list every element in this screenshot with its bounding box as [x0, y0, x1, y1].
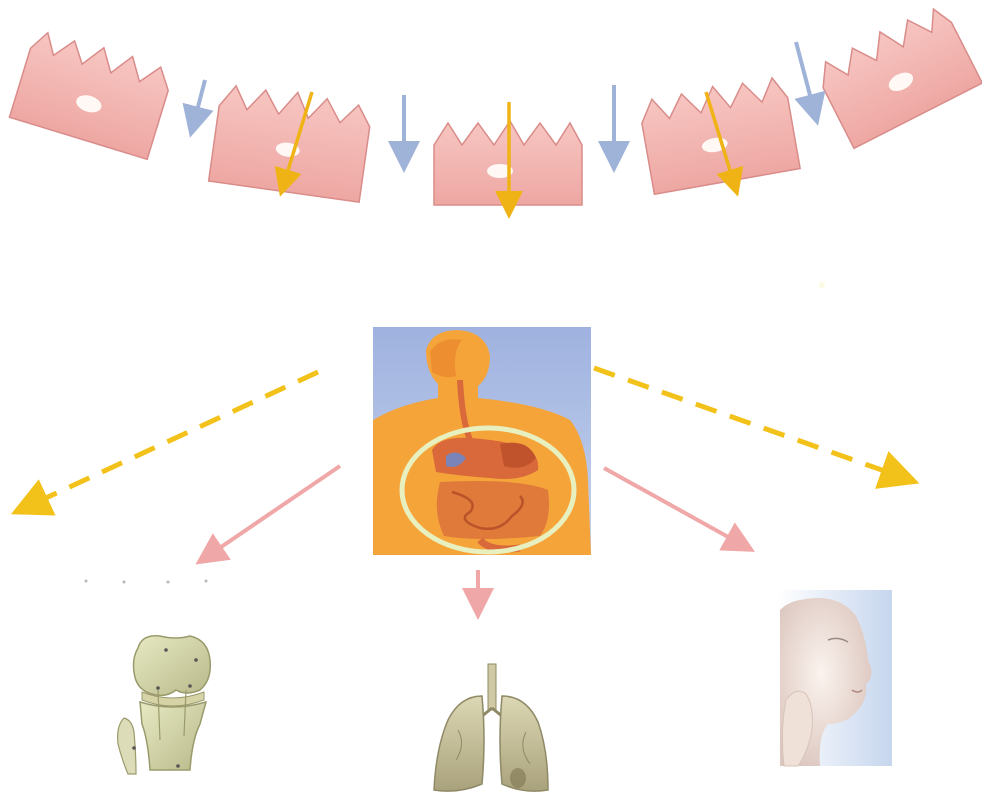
- faint-dot: [819, 282, 825, 288]
- knee-joint-icon: [118, 636, 211, 774]
- human-torso-digestive-system-icon: [373, 327, 591, 555]
- dashed-arrow-right: [594, 368, 910, 480]
- epithelial-cell-2: [209, 82, 373, 202]
- cell-row: [9, 1, 982, 205]
- lungs-icon: [434, 664, 548, 791]
- blue-arrow-1: [192, 80, 205, 130]
- scatter-dots: [85, 580, 208, 584]
- solid-arrow-right: [604, 468, 748, 548]
- blue-arrow-4: [796, 42, 816, 118]
- face-skin-icon: [778, 590, 892, 766]
- epithelial-cell-5: [812, 1, 982, 148]
- epithelial-cell-1: [9, 27, 174, 159]
- dashed-arrow-left: [20, 372, 318, 510]
- solid-arrow-left: [202, 466, 340, 560]
